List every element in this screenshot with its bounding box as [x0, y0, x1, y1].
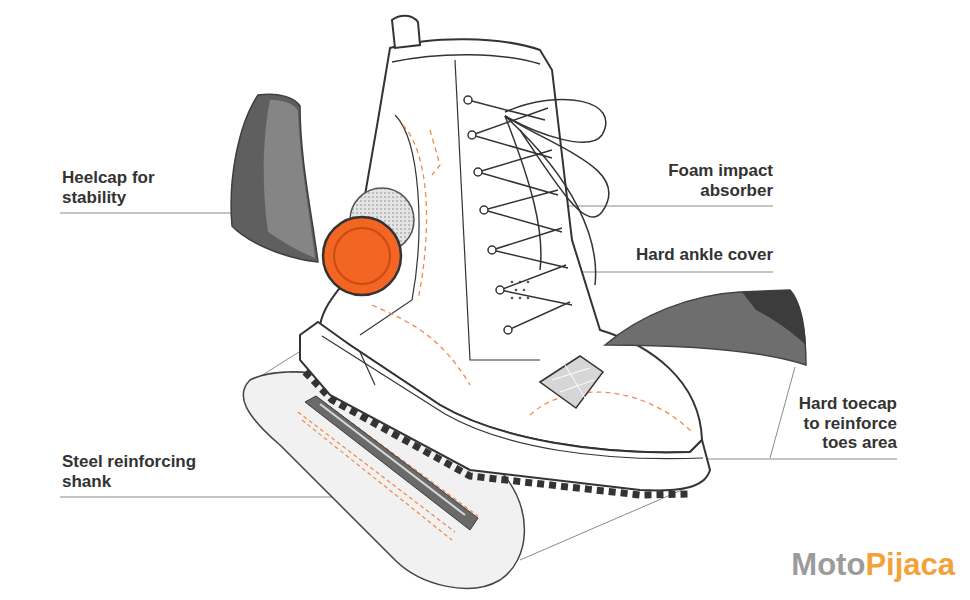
lace-loop [505, 99, 606, 142]
drawing-part [464, 96, 512, 334]
perforation [515, 289, 518, 292]
part-label: Steel reinforcing shank [62, 452, 227, 491]
eyelet [468, 131, 476, 139]
logo-word: Pijaca [865, 547, 955, 583]
quilt-line [565, 365, 585, 398]
stitch-line [430, 130, 440, 175]
toe-bumper [540, 356, 603, 408]
eyelet [474, 168, 482, 176]
eyelet [496, 286, 504, 294]
heelcap-face [264, 100, 315, 258]
quilt-line [560, 380, 594, 392]
stitch-line [530, 392, 692, 432]
perforation [527, 297, 530, 300]
lace-end [505, 116, 596, 285]
eyelet [464, 96, 472, 104]
perforation [519, 297, 522, 300]
leader-line [700, 459, 897, 460]
ankle-cover-ring [334, 228, 390, 284]
collar-line [392, 55, 540, 64]
drawing-part [552, 365, 594, 398]
projection-line [770, 367, 795, 458]
heelcap [231, 94, 318, 262]
perforation [523, 289, 526, 292]
perforation [511, 297, 514, 300]
toecap [605, 290, 806, 365]
perforation [527, 281, 530, 284]
drawing-part [468, 99, 609, 330]
drawing-part [511, 281, 530, 300]
toecap-edge [742, 290, 806, 345]
welt-line [322, 336, 703, 459]
ankle-cover [323, 217, 401, 295]
sole [300, 322, 710, 490]
eyelet [480, 206, 488, 214]
eyelet [488, 246, 496, 254]
perforation [511, 281, 514, 284]
part-label: Hard ankle cover [636, 245, 773, 265]
logo-word: Moto [791, 547, 865, 583]
part-label: Foam impact absorber [661, 161, 773, 200]
part-label: Hard toecap to reinforce toes area [795, 394, 897, 453]
lace-end [505, 116, 541, 270]
pull-tab [392, 16, 420, 48]
lace [468, 100, 572, 330]
part-label: Heelcap for stability [62, 168, 155, 207]
heel-line [360, 352, 375, 385]
eyelet [504, 326, 512, 334]
